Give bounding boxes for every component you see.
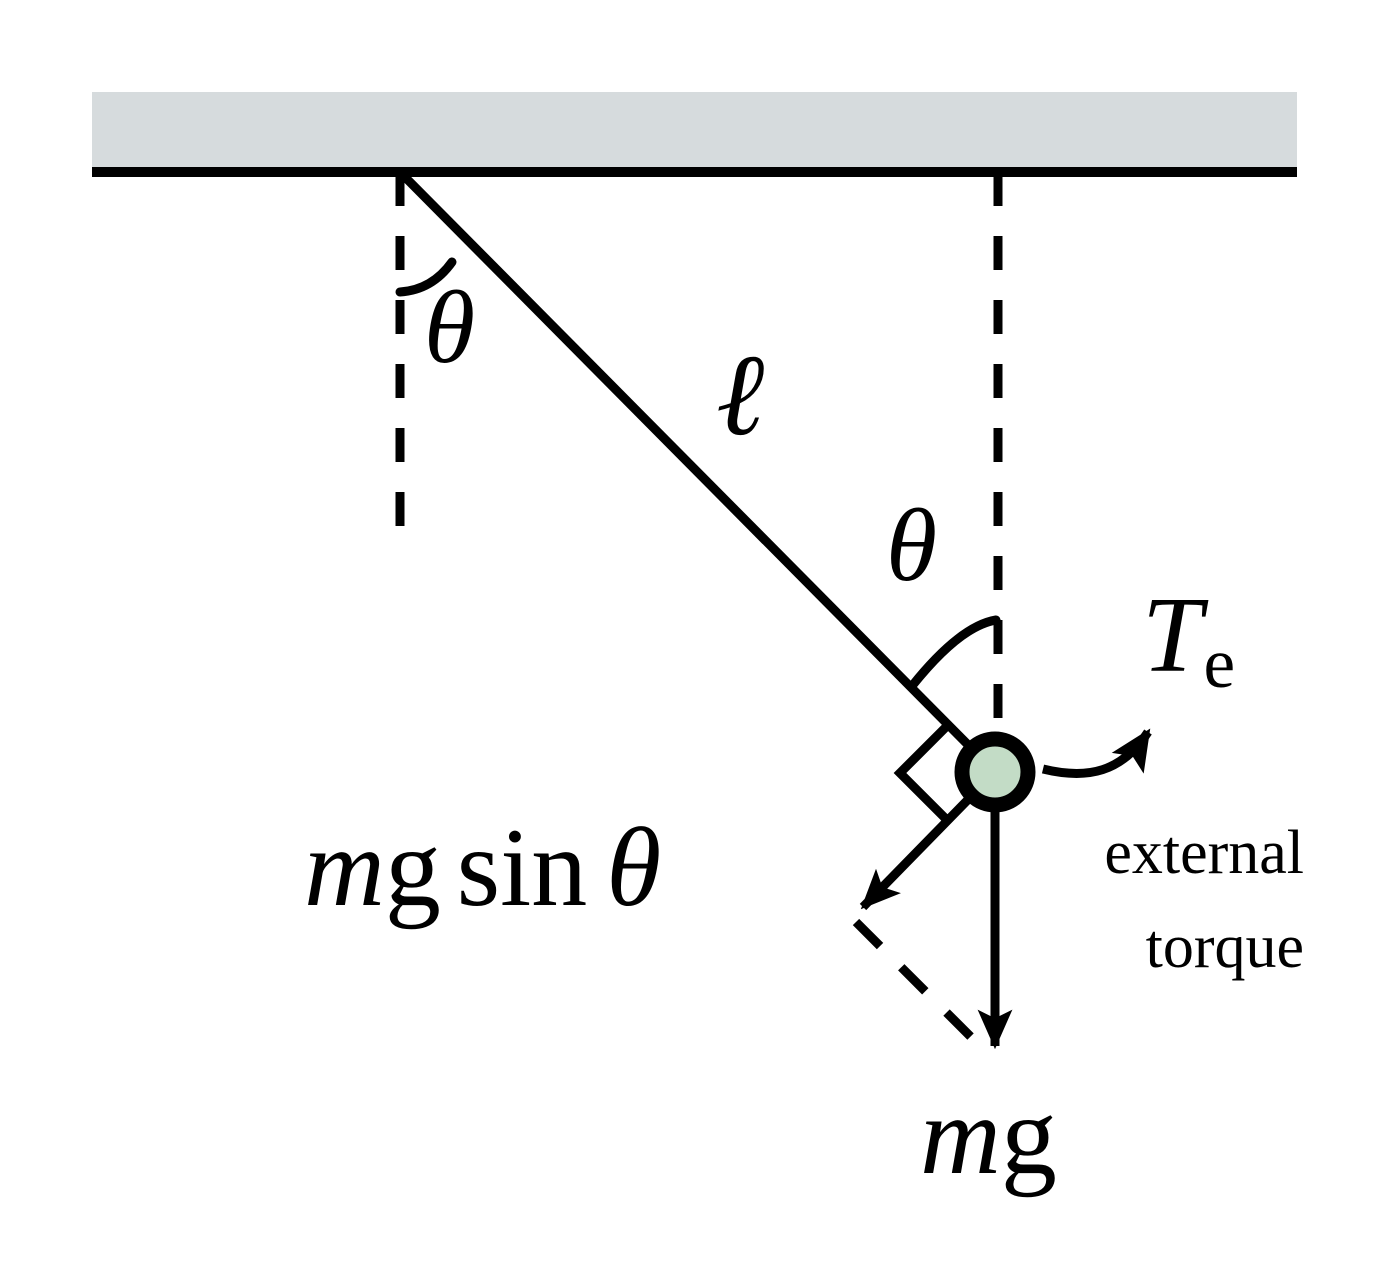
external-torque-caption: external torque [1018, 806, 1304, 994]
mg-sin-theta-sin: sin [456, 806, 588, 930]
pendulum-string [396, 168, 999, 776]
length-label: ℓ [716, 332, 765, 460]
mg-g: g [1000, 1074, 1057, 1198]
ceiling-block [92, 92, 1297, 172]
mg-sin-theta-g: g [384, 806, 441, 930]
external-torque-curved-arrow [1041, 728, 1152, 778]
dashed-component-closure [852, 918, 992, 1058]
external-torque-symbol-subscript: e [1203, 623, 1236, 703]
mg-sin-theta-m: m [304, 806, 385, 930]
mg-sin-theta-theta: θ [606, 806, 662, 930]
external-torque-symbol-base: T [1142, 576, 1203, 695]
external-torque-caption-line1: external [1104, 819, 1304, 887]
angle-arc-bob [907, 615, 1001, 691]
theta-top-label: θ [424, 270, 476, 385]
angle-arc-pivot [395, 257, 457, 297]
pendulum-bob [954, 731, 1036, 813]
mg-m: m [920, 1074, 1001, 1198]
mg-label: mg [920, 1080, 1057, 1192]
right-angle-marker [893, 721, 952, 825]
theta-bob-label: θ [886, 488, 938, 603]
external-torque-symbol: Te [1142, 582, 1235, 699]
external-torque-caption-line2: torque [1145, 913, 1304, 982]
